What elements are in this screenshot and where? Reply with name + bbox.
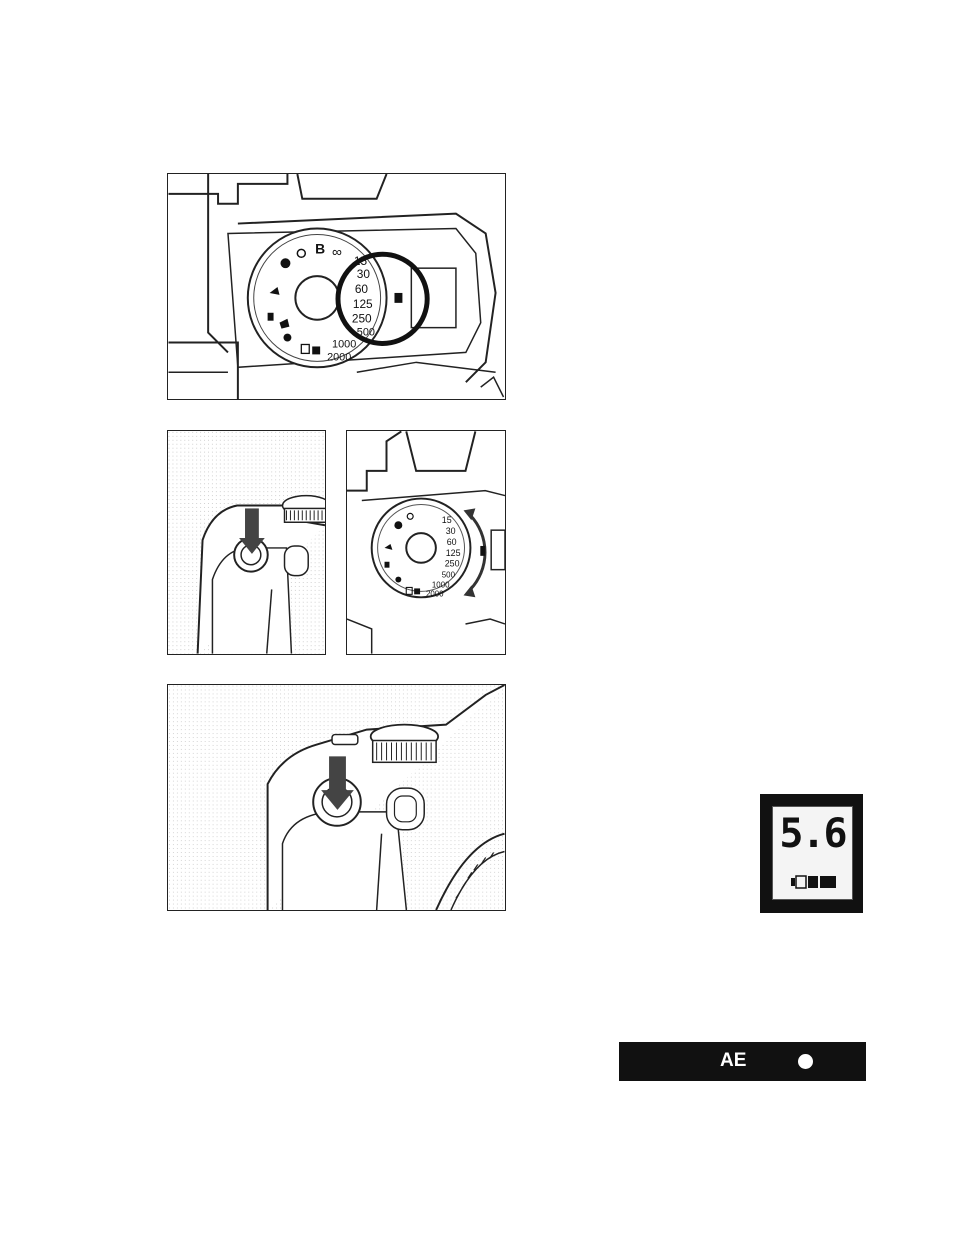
viewfinder-info-bar: AE xyxy=(619,1042,866,1081)
rotate-dial-illustration: 15 30 60 125 250 500 1000 2000 xyxy=(347,431,505,654)
dial-value-125: 125 xyxy=(353,297,373,311)
figure-rotate-mode-dial: 15 30 60 125 250 500 1000 2000 xyxy=(346,430,506,655)
dial-value-2000: 2000 xyxy=(327,351,351,363)
aperture-readout: 5.6 xyxy=(773,811,852,857)
dial-value-30: 30 xyxy=(357,267,371,281)
dial-value-60: 60 xyxy=(355,282,369,296)
dial-infinity-symbol: ∞ xyxy=(332,243,342,259)
lcd-panel: 5.6 xyxy=(760,794,863,913)
focus-confirmation-icon xyxy=(798,1054,813,1069)
dial3-value-500: 500 xyxy=(442,571,456,580)
shutter-press-illustration xyxy=(168,685,505,910)
dial3-value-125: 125 xyxy=(446,548,461,558)
dial-value-1000: 1000 xyxy=(332,338,356,350)
lcd-display: 5.6 xyxy=(772,806,853,900)
dial3-value-2000: 2000 xyxy=(426,589,444,598)
figure-shutter-press xyxy=(167,684,506,911)
dial-lock-illustration xyxy=(168,431,325,654)
dial3-value-15: 15 xyxy=(442,515,452,525)
figure-mode-dial-closeup: 15 30 60 125 250 500 1000 2000 B ∞ xyxy=(167,173,506,400)
mode-dial-illustration: 15 30 60 125 250 500 1000 2000 B ∞ xyxy=(168,174,505,399)
dial-bulb-symbol: B xyxy=(315,240,325,256)
dial3-value-250: 250 xyxy=(445,559,460,569)
dial-value-250: 250 xyxy=(352,312,372,326)
battery-icon xyxy=(789,875,839,889)
dial3-value-60: 60 xyxy=(447,537,457,547)
dial3-value-30: 30 xyxy=(446,526,456,536)
dial3-value-1000: 1000 xyxy=(432,580,450,589)
figure-dial-lock-press xyxy=(167,430,326,655)
ae-indicator: AE xyxy=(720,1050,746,1072)
